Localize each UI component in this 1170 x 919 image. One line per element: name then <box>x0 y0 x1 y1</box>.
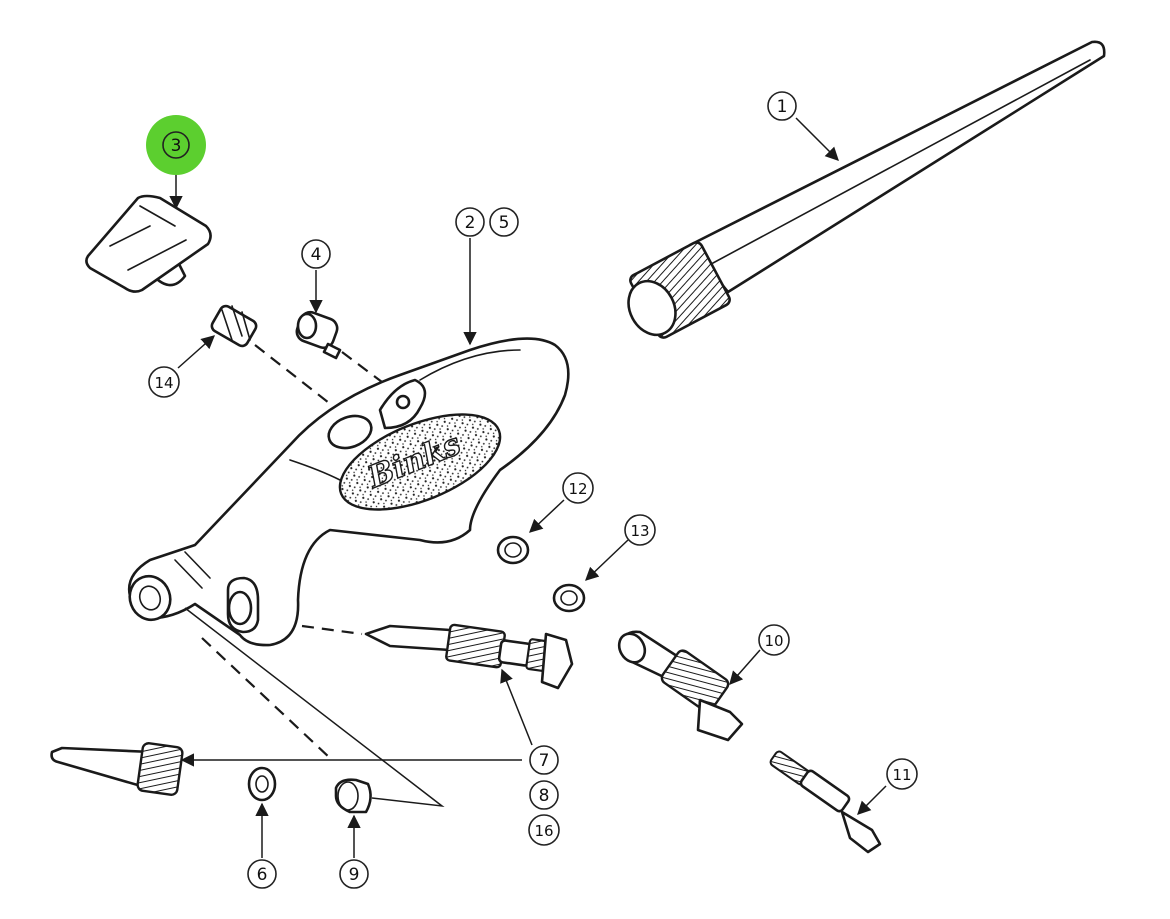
leader-12 <box>529 499 565 533</box>
callout-2[interactable]: 2 <box>455 207 485 237</box>
svg-text:16: 16 <box>534 822 553 840</box>
svg-text:2: 2 <box>465 213 476 233</box>
part-air-valve <box>617 630 744 742</box>
leader-13 <box>585 539 629 581</box>
svg-text:9: 9 <box>349 865 360 885</box>
part-trigger-cap <box>85 194 212 293</box>
callout-6[interactable]: 6 <box>247 859 277 889</box>
assembly-line-nozzle <box>201 637 331 759</box>
part-valve-needle <box>364 623 574 690</box>
callout-9[interactable]: 9 <box>339 859 369 889</box>
part-spring <box>210 304 258 348</box>
callout-1[interactable]: 1 <box>767 91 797 121</box>
svg-text:13: 13 <box>630 522 649 540</box>
leader-10 <box>729 649 761 686</box>
svg-text:1: 1 <box>777 97 788 117</box>
svg-text:6: 6 <box>257 865 268 885</box>
svg-text:7: 7 <box>539 751 550 771</box>
part-washer-12 <box>496 535 530 565</box>
svg-text:10: 10 <box>764 632 783 650</box>
svg-text:4: 4 <box>311 245 322 265</box>
callout-16[interactable]: 16 <box>528 814 560 846</box>
highlight-marker <box>146 115 206 175</box>
svg-text:11: 11 <box>892 766 911 784</box>
callout-11[interactable]: 11 <box>886 758 918 790</box>
svg-text:12: 12 <box>568 480 587 498</box>
leader-14 <box>177 335 216 369</box>
svg-text:8: 8 <box>539 786 550 806</box>
leader-11 <box>857 785 887 815</box>
part-screw <box>295 310 342 360</box>
callout-12[interactable]: 12 <box>562 472 594 504</box>
assembly-line-needle <box>301 624 363 636</box>
part-cap <box>334 778 372 814</box>
part-nozzle <box>50 742 184 796</box>
leader-1 <box>795 117 839 161</box>
callout-5[interactable]: 5 <box>489 207 519 237</box>
callout-14[interactable]: 14 <box>148 366 180 398</box>
svg-text:3: 3 <box>171 136 182 156</box>
part-valve-stem <box>769 750 882 854</box>
leader-7 <box>500 668 533 746</box>
callout-4[interactable]: 4 <box>301 239 331 269</box>
part-handle <box>627 40 1106 339</box>
linkage-line <box>184 607 445 808</box>
part-body: Binks <box>127 337 570 647</box>
callout-3[interactable]: 3 <box>146 115 206 175</box>
callout-13[interactable]: 13 <box>624 514 656 546</box>
svg-text:5: 5 <box>499 213 510 233</box>
callout-8[interactable]: 8 <box>529 780 559 810</box>
callout-7[interactable]: 7 <box>529 745 559 775</box>
part-washer-13 <box>552 583 586 613</box>
svg-text:14: 14 <box>154 374 173 392</box>
callout-10[interactable]: 10 <box>758 624 790 656</box>
part-nut <box>247 766 277 802</box>
